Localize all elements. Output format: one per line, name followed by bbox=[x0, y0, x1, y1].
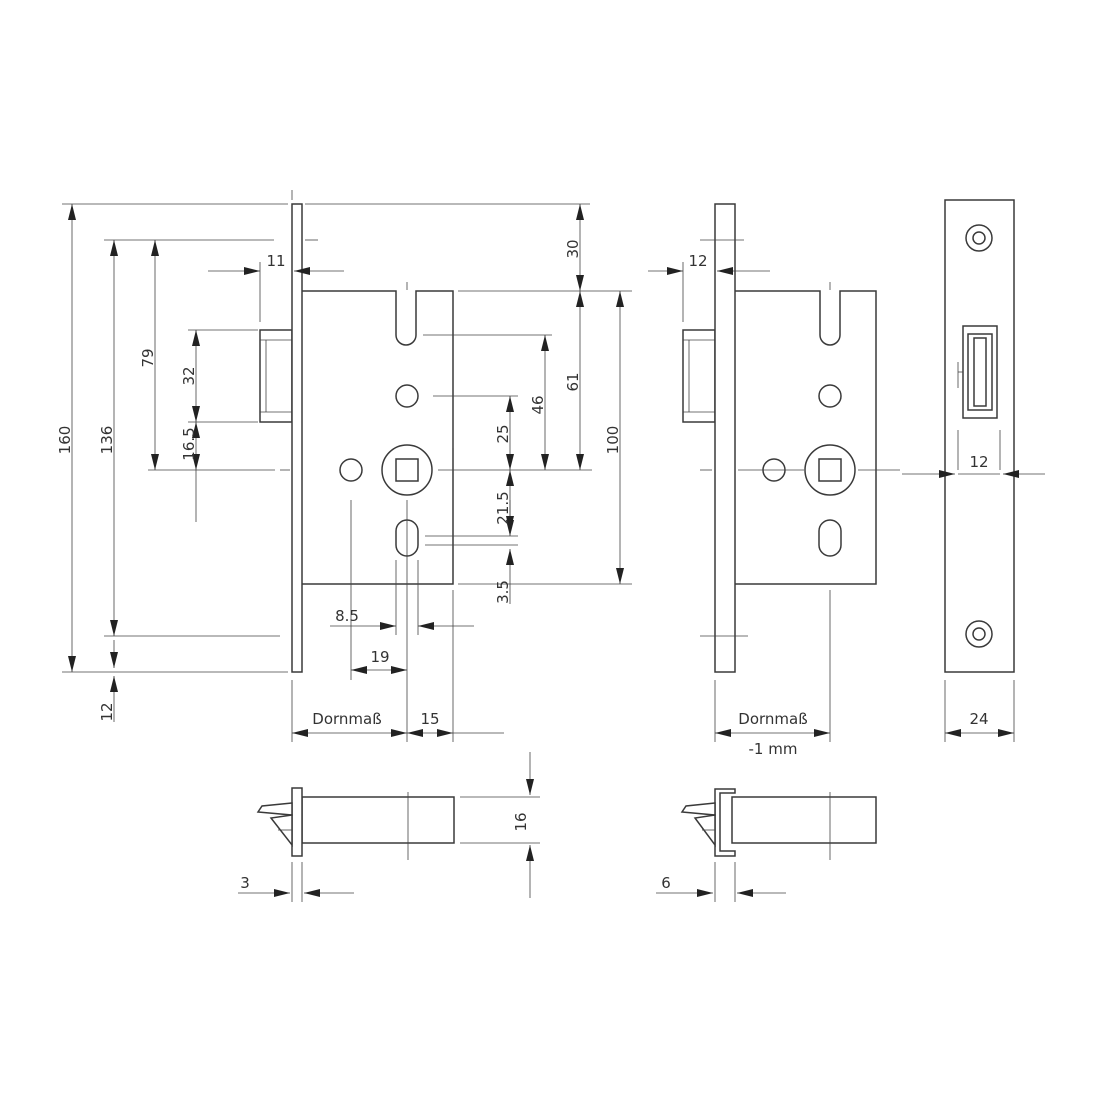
middle-lock-view bbox=[682, 203, 877, 673]
bottom-left-flange bbox=[291, 787, 303, 857]
dim-30-label: 30 bbox=[564, 239, 582, 258]
left-faceplate bbox=[291, 203, 303, 673]
dim-12-bottom-label: 12 bbox=[98, 702, 116, 721]
dornmass-left-label: Dornmaß bbox=[312, 710, 381, 728]
left-lock-case bbox=[299, 290, 454, 585]
left-latch-bolt bbox=[259, 329, 293, 423]
dim-160-label: 160 bbox=[56, 426, 74, 455]
front-screw-hole-bottom-outer bbox=[965, 620, 993, 648]
front-screw-hole-top-outer bbox=[965, 224, 993, 252]
dim-61-label: 61 bbox=[564, 372, 582, 391]
left-dimensions: 160 136 12 79 32 16.5 11 30 61 100 46 bbox=[56, 204, 624, 737]
dim-16-5-label: 16.5 bbox=[180, 427, 198, 460]
dim-100-label: 100 bbox=[604, 426, 622, 455]
middle-oval-hole bbox=[818, 519, 842, 557]
front-screw-hole-bottom-inner bbox=[972, 627, 986, 641]
middle-square-spindle-hole bbox=[818, 458, 842, 482]
middle-lock-case bbox=[732, 290, 877, 585]
dim-46-label: 46 bbox=[529, 395, 547, 414]
middle-dimensions: 12 Dornmaß -1 mm bbox=[648, 252, 830, 758]
dornmass-right-label: Dornmaß bbox=[738, 710, 807, 728]
minus-1mm-label: -1 mm bbox=[749, 740, 798, 758]
dim-19-label: 19 bbox=[370, 648, 389, 666]
dim-3-5-label: 3.5 bbox=[494, 580, 512, 604]
left-screw-hole-top bbox=[395, 384, 419, 408]
middle-faceplate bbox=[714, 203, 736, 673]
left-square-spindle-hole bbox=[395, 458, 419, 482]
dim-79-label: 79 bbox=[139, 348, 157, 367]
dim-11-label: 11 bbox=[266, 252, 285, 270]
dim-32-label: 32 bbox=[180, 366, 198, 385]
dim-21-5-label: 21.5 bbox=[494, 491, 512, 524]
bottom-middle-latch-bevel bbox=[680, 802, 716, 816]
middle-latch-bolt bbox=[682, 329, 716, 423]
dim-25-label: 25 bbox=[494, 424, 512, 443]
dim-16-label: 16 bbox=[512, 812, 530, 831]
dim-12-face-label: 12 bbox=[969, 453, 988, 471]
middle-extension-lines bbox=[682, 239, 900, 742]
dim-24-label: 24 bbox=[969, 710, 988, 728]
bottom-left-latch-bevel bbox=[256, 802, 293, 816]
dim-3-label: 3 bbox=[240, 874, 250, 892]
dim-6-label: 6 bbox=[661, 874, 671, 892]
left-small-hole bbox=[339, 458, 363, 482]
front-dimensions: 12 24 bbox=[902, 430, 1045, 742]
dim-15-label: 15 bbox=[420, 710, 439, 728]
middle-screw-hole-top bbox=[818, 384, 842, 408]
dim-136-label: 136 bbox=[98, 426, 116, 455]
front-faceplate bbox=[944, 199, 1015, 673]
dim-8-5-label: 8.5 bbox=[335, 607, 359, 625]
front-screw-hole-top-inner bbox=[972, 231, 986, 245]
left-lock-view bbox=[259, 203, 454, 673]
bottom-middle-flange bbox=[714, 788, 736, 857]
front-faceplate-view bbox=[944, 199, 1015, 673]
left-extension-lines bbox=[62, 190, 632, 742]
dim-12-mid-label: 12 bbox=[688, 252, 707, 270]
bottom-middle-latch-view: 6 bbox=[656, 788, 877, 902]
bottom-left-latch-view: 3 16 bbox=[238, 752, 540, 902]
